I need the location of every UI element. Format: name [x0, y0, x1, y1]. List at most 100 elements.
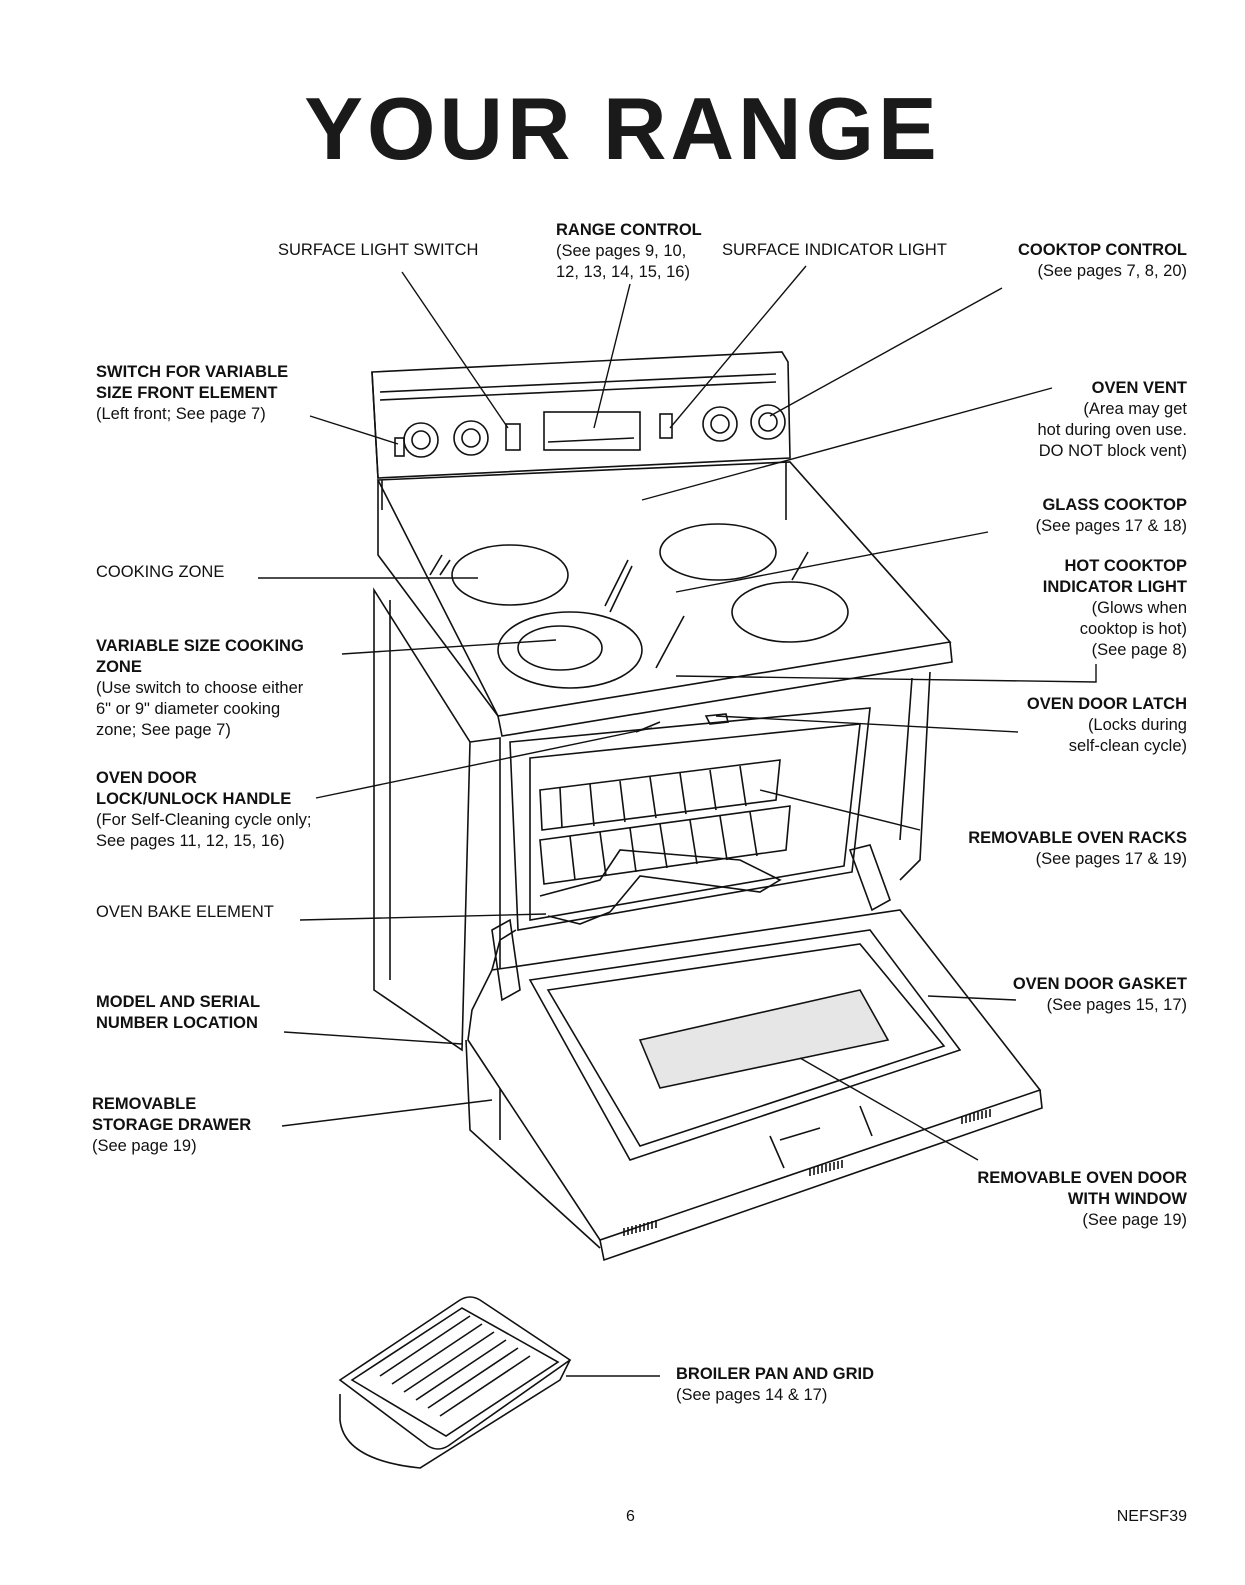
- label-oven-door-2: WITH WINDOW: [1067, 1190, 1187, 1208]
- label-storage-drawer-1: REMOVABLE: [92, 1095, 197, 1113]
- label-hot-cooktop-1: HOT COOKTOP: [1064, 557, 1187, 575]
- leader-switch-variable: [309, 415, 399, 445]
- label-cooking-zone: COOKING ZONE: [96, 563, 225, 581]
- label-glass-cooktop: GLASS COOKTOP (See pages 17 & 18): [1036, 495, 1187, 537]
- label-broiler: BROILER PAN AND GRID (See pages 14 & 17): [676, 1364, 874, 1406]
- leader-surface-indicator: [669, 265, 807, 429]
- label-oven-door-latch-2: (Locks during: [1087, 716, 1187, 734]
- label-lock-handle-2: LOCK/UNLOCK HANDLE: [96, 790, 292, 808]
- label-cooktop-control-pages: (See pages 7, 8, 20): [1037, 262, 1187, 280]
- variable-zone-inner: [517, 625, 603, 671]
- label-lock-handle: OVEN DOOR LOCK/UNLOCK HANDLE (For Self-C…: [96, 768, 312, 852]
- label-lock-handle-4: See pages 11, 12, 15, 16): [96, 832, 285, 850]
- door-hinge-left: [491, 918, 521, 1002]
- cooking-zone-front-right: [731, 581, 849, 643]
- leader-removable-racks: [759, 789, 921, 831]
- knob-left-2: [453, 420, 489, 456]
- variable-zone-outer: [497, 611, 643, 689]
- leader-model-serial: [283, 1031, 463, 1045]
- label-oven-vent: OVEN VENT (Area may get hot during oven …: [1037, 378, 1187, 462]
- page-title: YOUR RANGE: [304, 79, 941, 178]
- label-removable-racks-title: REMOVABLE OVEN RACKS: [968, 829, 1187, 847]
- label-model-serial-1: MODEL AND SERIAL: [96, 993, 261, 1011]
- label-oven-vent-title: OVEN VENT: [1091, 379, 1187, 397]
- label-variable-zone-1: VARIABLE SIZE COOKING: [96, 637, 304, 655]
- leader-surface-light-switch: [401, 271, 509, 429]
- label-lock-handle-3: (For Self-Cleaning cycle only;: [96, 811, 312, 829]
- bake-element: [539, 849, 782, 925]
- label-broiler-2: (See pages 14 & 17): [676, 1386, 828, 1404]
- label-door-gasket-pages: (See pages 15, 17): [1046, 996, 1187, 1014]
- knob-right-1: [702, 406, 738, 442]
- label-oven-door-3: (See page 19): [1082, 1211, 1187, 1229]
- label-variable-zone-3: (Use switch to choose either: [96, 679, 304, 697]
- leader-hot-cooktop: [675, 664, 1097, 683]
- door-window: [638, 989, 890, 1089]
- label-switch-variable-1: SWITCH FOR VARIABLE: [96, 363, 289, 381]
- label-variable-zone-2: ZONE: [96, 658, 142, 676]
- label-variable-zone-5: zone; See page 7): [96, 721, 231, 739]
- label-range-control-pages-2: 12, 13, 14, 15, 16): [556, 263, 690, 281]
- leader-cooktop-control: [769, 287, 1003, 417]
- variable-switch: [394, 437, 405, 457]
- label-removable-racks: REMOVABLE OVEN RACKS (See pages 17 & 19): [968, 828, 1187, 870]
- leader-oven-door: [799, 1057, 979, 1161]
- storage-drawer: [465, 1039, 601, 1249]
- door-latch: [704, 713, 729, 725]
- label-door-gasket-title: OVEN DOOR GASKET: [1012, 975, 1187, 993]
- label-oven-door-1: REMOVABLE OVEN DOOR: [977, 1169, 1187, 1187]
- label-hot-cooktop-4: cooktop is hot): [1079, 620, 1187, 638]
- label-oven-door-latch: OVEN DOOR LATCH (Locks during self-clean…: [1027, 694, 1187, 757]
- range-illustration: [371, 351, 1043, 1262]
- oven-rack: [539, 759, 791, 885]
- label-surface-indicator-light: SURFACE INDICATOR LIGHT: [722, 241, 947, 259]
- leader-variable-zone: [341, 639, 557, 655]
- label-hot-cooktop-5: (See page 8): [1091, 641, 1187, 659]
- leader-storage-drawer: [281, 1099, 493, 1127]
- label-variable-zone: VARIABLE SIZE COOKING ZONE (Use switch t…: [96, 636, 304, 741]
- label-glass-cooktop-pages: (See pages 17 & 18): [1035, 517, 1187, 535]
- label-storage-drawer: REMOVABLE STORAGE DRAWER (See page 19): [92, 1094, 251, 1157]
- label-model-serial-2: NUMBER LOCATION: [96, 1014, 258, 1032]
- leader-range-control: [593, 283, 631, 429]
- label-storage-drawer-2: STORAGE DRAWER: [92, 1116, 252, 1134]
- backguard: [371, 351, 791, 479]
- door-hinge-right: [848, 844, 891, 912]
- label-range-control-title: RANGE CONTROL: [556, 221, 702, 239]
- label-oven-vent-4: DO NOT block vent): [1038, 442, 1187, 460]
- label-bake-element: OVEN BAKE ELEMENT: [96, 903, 274, 921]
- label-removable-racks-pages: (See pages 17 & 19): [1035, 850, 1187, 868]
- label-glass-cooktop-title: GLASS COOKTOP: [1042, 496, 1187, 514]
- glass-cooktop: [376, 461, 952, 717]
- door-vent-marks: [623, 1109, 991, 1236]
- label-switch-variable: SWITCH FOR VARIABLE SIZE FRONT ELEMENT (…: [96, 362, 288, 425]
- label-range-control: RANGE CONTROL (See pages 9, 10, 12, 13, …: [556, 220, 702, 283]
- label-cooktop-control-title: COOKTOP CONTROL: [1018, 241, 1187, 259]
- leader-glass-cooktop: [675, 531, 989, 593]
- label-cooktop-control: COOKTOP CONTROL (See pages 7, 8, 20): [1018, 240, 1187, 282]
- label-broiler-1: BROILER PAN AND GRID: [676, 1365, 874, 1383]
- leader-lines: [258, 265, 1097, 1377]
- label-oven-door-latch-3: self-clean cycle): [1068, 737, 1187, 755]
- leader-lock-handle: [315, 727, 653, 799]
- broiler-grid-slots: [379, 1315, 531, 1417]
- label-door-gasket: OVEN DOOR GASKET (See pages 15, 17): [1013, 974, 1187, 1016]
- leader-door-latch: [715, 715, 1019, 733]
- label-hot-cooktop-2: INDICATOR LIGHT: [1042, 578, 1187, 596]
- surface-light-switch: [505, 423, 521, 451]
- broiler-pan: [338, 1296, 572, 1469]
- range-cabinet: [373, 587, 471, 1052]
- label-model-serial: MODEL AND SERIAL NUMBER LOCATION: [96, 992, 260, 1034]
- label-oven-vent-3: hot during oven use.: [1037, 421, 1187, 439]
- label-storage-drawer-3: (See page 19): [92, 1137, 197, 1155]
- page-number: 6: [626, 1508, 635, 1525]
- leader-bake-element: [299, 913, 547, 921]
- label-variable-zone-4: 6" or 9" diameter cooking: [96, 700, 281, 718]
- knob-right-2: [750, 404, 786, 440]
- label-oven-door-latch-title: OVEN DOOR LATCH: [1026, 695, 1187, 713]
- label-surface-light-switch: SURFACE LIGHT SWITCH: [278, 241, 479, 259]
- leader-door-gasket: [927, 995, 1017, 1001]
- label-lock-handle-1: OVEN DOOR: [96, 769, 197, 787]
- document-code: NEFSF39: [1116, 1508, 1187, 1525]
